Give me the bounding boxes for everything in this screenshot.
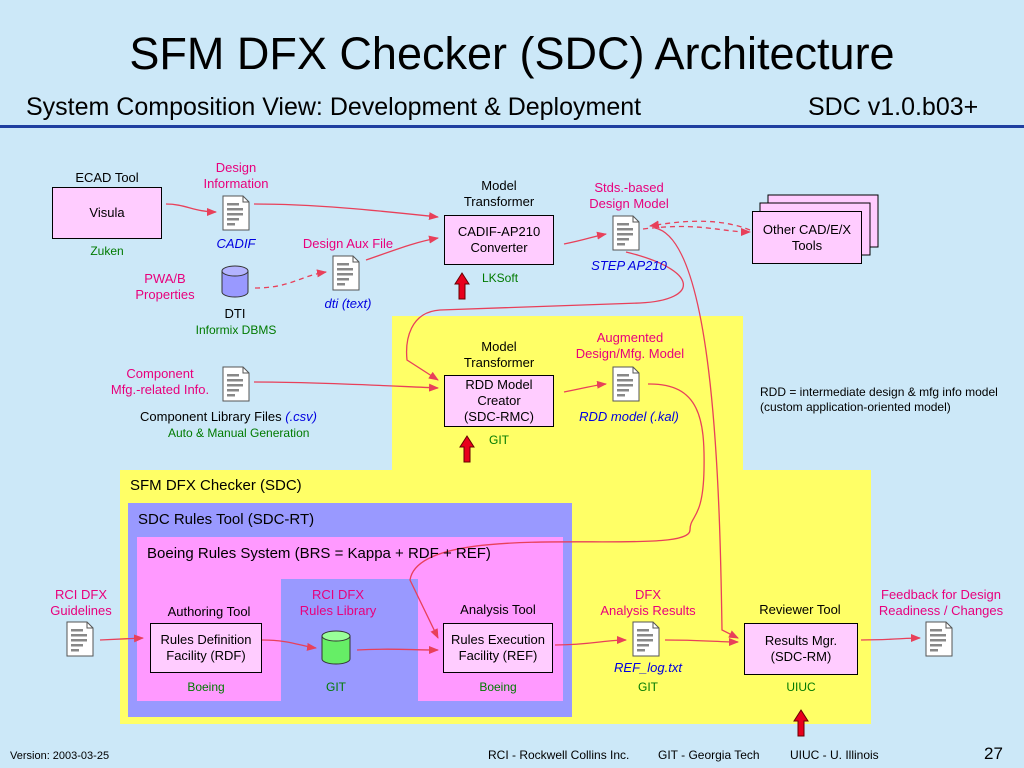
- footer-git: GIT - Georgia Tech: [658, 748, 760, 762]
- uiuc-up-arrow-icon: [793, 709, 809, 737]
- step-ap210-doc-icon: [612, 215, 640, 251]
- footer-rci: RCI - Rockwell Collins Inc.: [488, 748, 630, 762]
- feedback-doc-icon: [925, 621, 953, 657]
- footer-uiuc: UIUC - U. Illinois: [790, 748, 879, 762]
- reviewer-tool-caption: Reviewer Tool: [759, 602, 841, 617]
- git-vendor-library: GIT: [326, 680, 346, 694]
- page-subtitle: System Composition View: Development & D…: [26, 93, 642, 121]
- uiuc-vendor: UIUC: [786, 680, 816, 694]
- ref-log-file-label: REF_log.txt: [614, 660, 682, 675]
- cadif-file-label: CADIF: [216, 236, 256, 251]
- sdc-title: SFM DFX Checker (SDC): [130, 477, 302, 494]
- step-ap210-file-label: STEP AP210: [591, 258, 667, 273]
- auto-manual-generation: Auto & Manual Generation: [168, 426, 310, 440]
- rci-guidelines-doc-icon: [66, 621, 94, 657]
- component-library-files: Component Library Files (.csv): [140, 409, 318, 424]
- rdd-model-file-label: RDD model (.kal): [579, 409, 679, 424]
- lksoft-up-arrow-icon: [454, 272, 470, 300]
- analysis-tool-caption: Analysis Tool: [460, 602, 536, 617]
- dti-label: DTI: [224, 306, 246, 321]
- brs-title: Boeing Rules System (BRS = Kappa + RDF +…: [147, 545, 491, 562]
- boeing-vendor-ref: Boeing: [479, 680, 517, 694]
- version-label: SDC v1.0.b03+: [808, 93, 979, 121]
- git-up-arrow-icon: [459, 435, 475, 463]
- ref-log-doc-icon: [632, 621, 660, 657]
- rdd-note: RDD = intermediate design & mfg info mod…: [760, 385, 998, 414]
- lksoft-vendor: LKSoft: [482, 271, 519, 285]
- git-vendor-results: GIT: [638, 680, 658, 694]
- rdd-model-doc-icon: [612, 366, 640, 402]
- dti-database-icon: [221, 265, 249, 298]
- rules-library-database-icon: [321, 630, 351, 665]
- boeing-vendor-rdf: Boeing: [187, 680, 225, 694]
- ecad-tool-caption: ECAD Tool: [75, 170, 139, 185]
- authoring-tool-caption: Authoring Tool: [167, 604, 251, 619]
- page-title: SFM DFX Checker (SDC) Architecture: [129, 28, 895, 79]
- page-number: 27: [984, 744, 1003, 763]
- component-csv-doc-icon: [222, 366, 250, 402]
- header-divider: [0, 125, 1024, 128]
- visula-box: Visula: [52, 187, 162, 239]
- git-vendor-rmc: GIT: [489, 433, 509, 447]
- footer-version: Version: 2003-03-25: [10, 750, 110, 762]
- dti-text-doc-icon: [332, 255, 360, 291]
- design-aux-label: Design Aux File: [302, 236, 394, 251]
- cadif-doc-icon: [222, 195, 250, 231]
- rules-tool-title: SDC Rules Tool (SDC-RT): [138, 511, 315, 528]
- dti-text-file-label: dti (text): [324, 296, 372, 311]
- results-mgr-box: Results Mgr.(SDC-RM): [744, 623, 858, 675]
- informix-vendor: Informix DBMS: [195, 323, 277, 337]
- zuken-vendor: Zuken: [90, 244, 124, 258]
